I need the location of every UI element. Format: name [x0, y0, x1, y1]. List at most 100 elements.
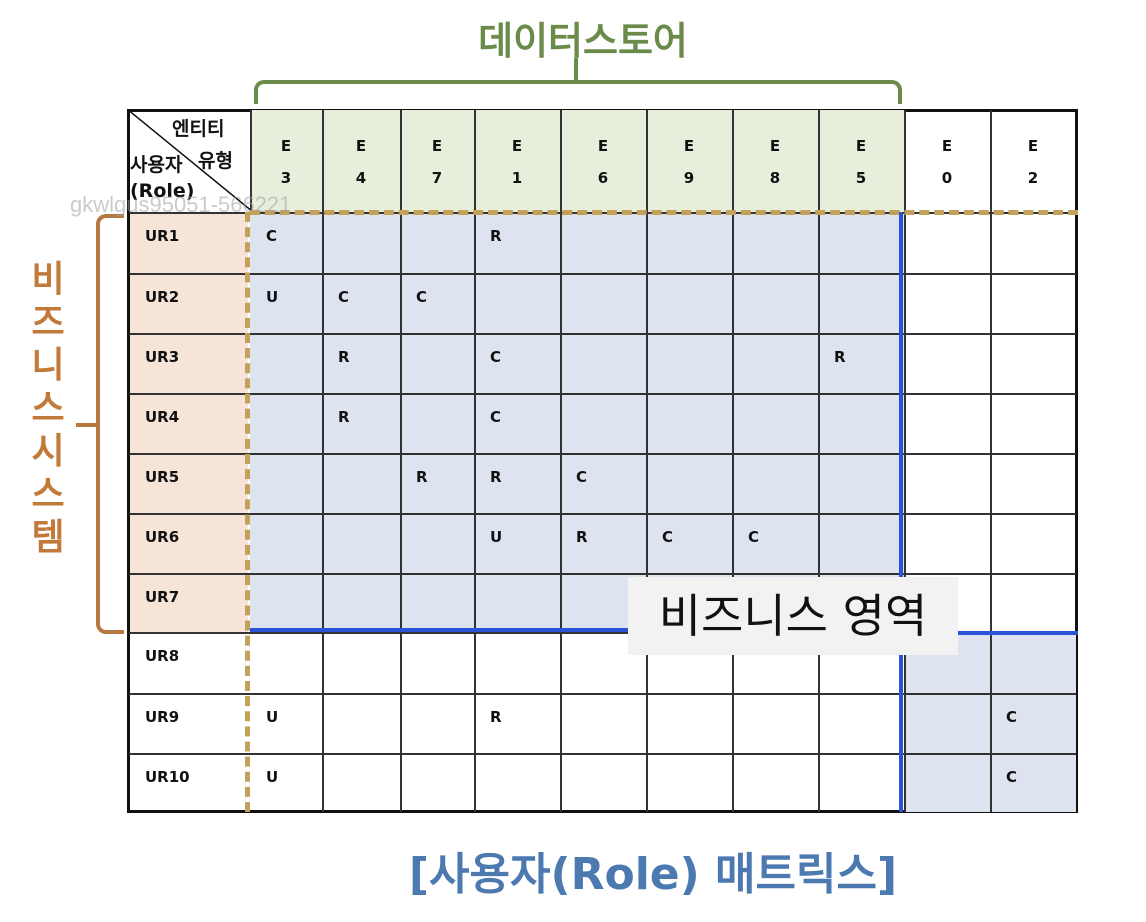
column-header-top: E [941, 137, 953, 155]
grid-vline [904, 110, 906, 812]
grid-hline [129, 273, 1076, 275]
grid-vline [250, 110, 252, 212]
business-area-bottom-border [250, 628, 900, 632]
grid-hline [129, 453, 1076, 455]
column-header-bottom: 0 [941, 169, 953, 187]
extra-area-left-border [899, 631, 903, 812]
corner-user-label: 사용자 [130, 154, 183, 176]
header-dashed-divider [250, 210, 1078, 215]
column-header-bottom: 9 [683, 169, 695, 187]
grid-hline [129, 333, 1076, 335]
crud-cell: C [662, 528, 674, 546]
crud-cell: U [266, 768, 279, 786]
side-title-char: 시 [31, 431, 65, 472]
watermark: gkwlgus95051-566221 [70, 192, 292, 217]
business-area-label: 비즈니스 영역 [628, 577, 958, 655]
crud-cell: C [490, 408, 502, 426]
column-header-bottom: 2 [1027, 169, 1039, 187]
corner-diagonal [127, 109, 253, 212]
crud-cell: C [338, 288, 350, 306]
row-label: UR5 [145, 468, 180, 486]
business-area-fill [250, 212, 904, 632]
role-label-fill [130, 212, 248, 632]
row-label: UR1 [145, 227, 180, 245]
datastore-title: 데이터스토어 [478, 19, 688, 63]
business-system-bracket [96, 214, 124, 634]
crud-cell: R [416, 468, 428, 486]
row-label: UR8 [145, 647, 180, 665]
column-header-bottom: 7 [431, 169, 443, 187]
column-header-top: E [769, 137, 781, 155]
column-header-fill [250, 110, 322, 212]
crud-cell: R [576, 528, 588, 546]
datastore-bracket-notch [574, 58, 578, 82]
side-title-char: 스 [31, 474, 65, 515]
side-title-char: 즈 [31, 302, 65, 343]
crud-cell: C [266, 227, 278, 245]
crud-cell: U [266, 288, 279, 306]
column-header-fill [400, 110, 474, 212]
crud-cell: C [748, 528, 760, 546]
corner-role-label: (Role) [130, 180, 195, 202]
column-header-top: E [355, 137, 367, 155]
grid-hline [129, 393, 1076, 395]
row-label: UR10 [145, 768, 190, 786]
column-header-fill [646, 110, 732, 212]
column-header-bottom: 4 [355, 169, 367, 187]
side-title-char: 비 [31, 259, 65, 300]
crud-cell: R [490, 708, 502, 726]
grid-vline [732, 110, 734, 812]
crud-cell: C [576, 468, 588, 486]
crud-cell: R [490, 468, 502, 486]
grid-hline [129, 573, 1076, 575]
crud-cell: R [834, 348, 846, 366]
column-header-top: E [855, 137, 867, 155]
column-header-bottom: 3 [280, 169, 292, 187]
side-title-char: 니 [31, 345, 65, 386]
crud-cell: U [266, 708, 279, 726]
crud-cell: C [416, 288, 428, 306]
row-label: UR2 [145, 288, 180, 306]
grid-vline [818, 110, 820, 812]
column-header-fill [560, 110, 646, 212]
column-header-bottom: 6 [597, 169, 609, 187]
column-header-bottom: 5 [855, 169, 867, 187]
column-header-fill [732, 110, 818, 212]
business-system-bracket-notch [76, 423, 100, 427]
side-title-char: 템 [31, 517, 65, 558]
column-header-fill [474, 110, 560, 212]
column-header-top: E [1027, 137, 1039, 155]
row-label: UR9 [145, 708, 180, 726]
crud-cell: C [490, 348, 502, 366]
side-title-char: 스 [31, 388, 65, 429]
grid-hline [129, 513, 1076, 515]
matrix-caption: [사용자(Role) 매트릭스] [408, 849, 898, 900]
business-area-right-border [899, 212, 903, 632]
role-dashed-divider [245, 212, 250, 812]
grid-vline [322, 110, 324, 812]
crud-cell: C [1006, 768, 1018, 786]
grid-vline [646, 110, 648, 812]
crud-cell: C [1006, 708, 1018, 726]
grid-hline [129, 632, 1076, 634]
extra-area-top-border [899, 631, 1078, 635]
column-header-top: E [597, 137, 609, 155]
corner-entity-label: 엔티티 [172, 118, 225, 140]
grid-vline [400, 110, 402, 812]
grid-vline [474, 110, 476, 812]
column-header-fill [818, 110, 904, 212]
crud-cell: R [338, 348, 350, 366]
crud-cell: R [490, 227, 502, 245]
column-header-top: E [431, 137, 443, 155]
crud-cell: R [338, 408, 350, 426]
column-header-top: E [511, 137, 523, 155]
row-label: UR6 [145, 528, 180, 546]
row-label: UR4 [145, 408, 180, 426]
column-header-fill [322, 110, 400, 212]
column-header-top: E [280, 137, 292, 155]
column-header-bottom: 1 [511, 169, 523, 187]
column-header-top: E [683, 137, 695, 155]
row-label: UR3 [145, 348, 180, 366]
datastore-bracket [254, 80, 902, 104]
